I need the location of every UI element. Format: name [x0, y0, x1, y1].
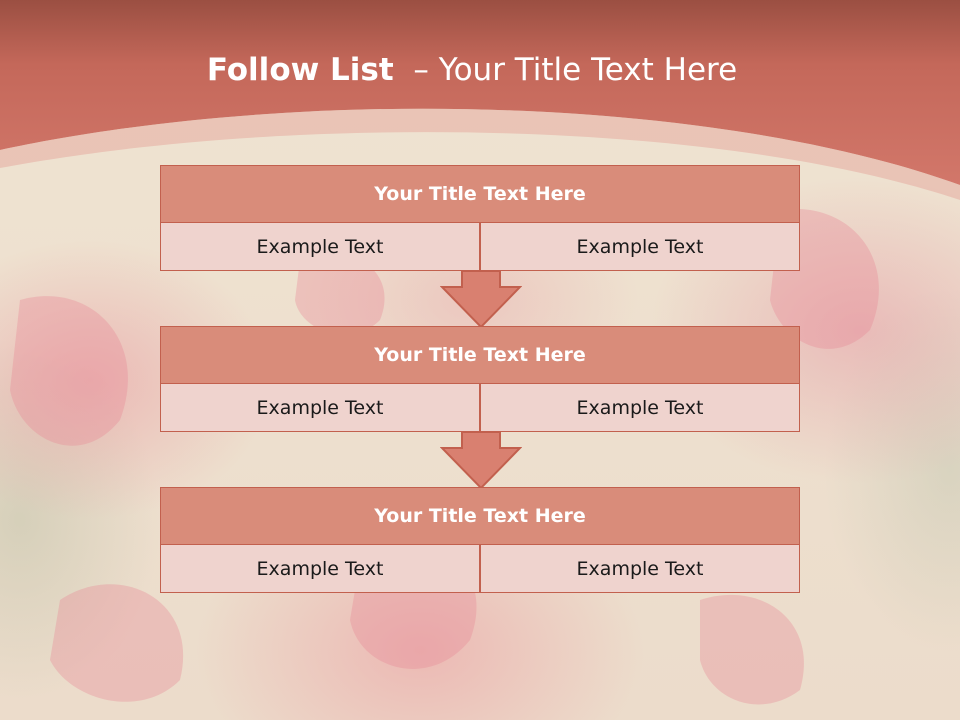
step-cell-left: Example Text [160, 222, 480, 271]
step-cell-right: Example Text [480, 544, 800, 593]
step-title: Your Title Text Here [160, 487, 800, 545]
step-block-3: Your Title Text Here Example Text Exampl… [160, 487, 800, 593]
step-cell-left: Example Text [160, 383, 480, 432]
step-title: Your Title Text Here [160, 326, 800, 384]
step-cell-right: Example Text [480, 222, 800, 271]
step-title: Your Title Text Here [160, 165, 800, 223]
page-title-rest: – Your Title Text Here [393, 52, 738, 88]
page-title: Follow List – Your Title Text Here [0, 52, 944, 88]
step-block-2: Your Title Text Here Example Text Exampl… [160, 326, 800, 432]
step-cell-left: Example Text [160, 544, 480, 593]
page-title-bold: Follow List [206, 52, 394, 88]
down-arrow-icon [440, 270, 522, 329]
down-arrow-icon [440, 431, 522, 490]
step-block-1: Your Title Text Here Example Text Exampl… [160, 165, 800, 271]
step-cell-right: Example Text [480, 383, 800, 432]
